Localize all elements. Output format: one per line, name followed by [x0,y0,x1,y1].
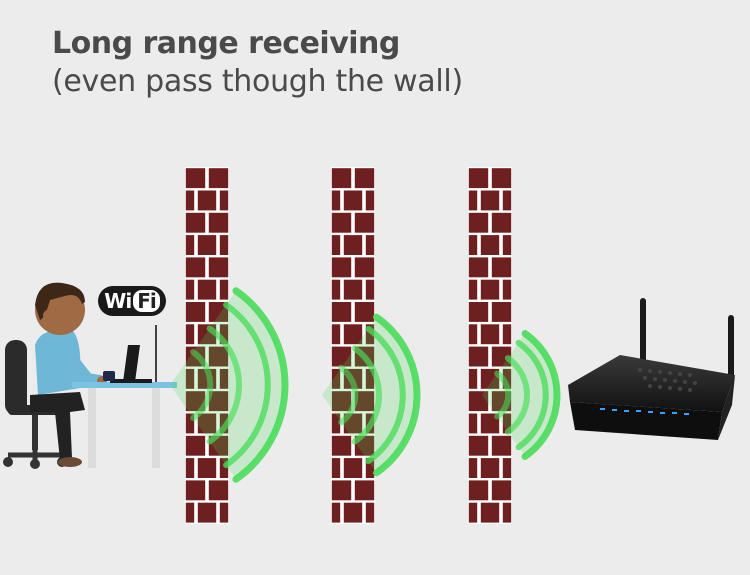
brick-wall-icon [331,167,375,524]
desk [72,382,177,468]
signal-wave-icon [170,287,289,483]
page-subtitle: (even pass though the wall) [52,64,463,99]
laptop-icon [103,325,157,383]
brick-wall-icon [185,167,229,524]
signal-wave-icon [322,313,421,477]
person-at-desk-icon [3,282,107,469]
signal-wave-icon [482,330,561,460]
brick-wall-icon [468,167,512,524]
wifi-badge-icon [98,286,166,316]
router-icon [568,298,735,440]
page-title: Long range receiving [52,26,400,61]
